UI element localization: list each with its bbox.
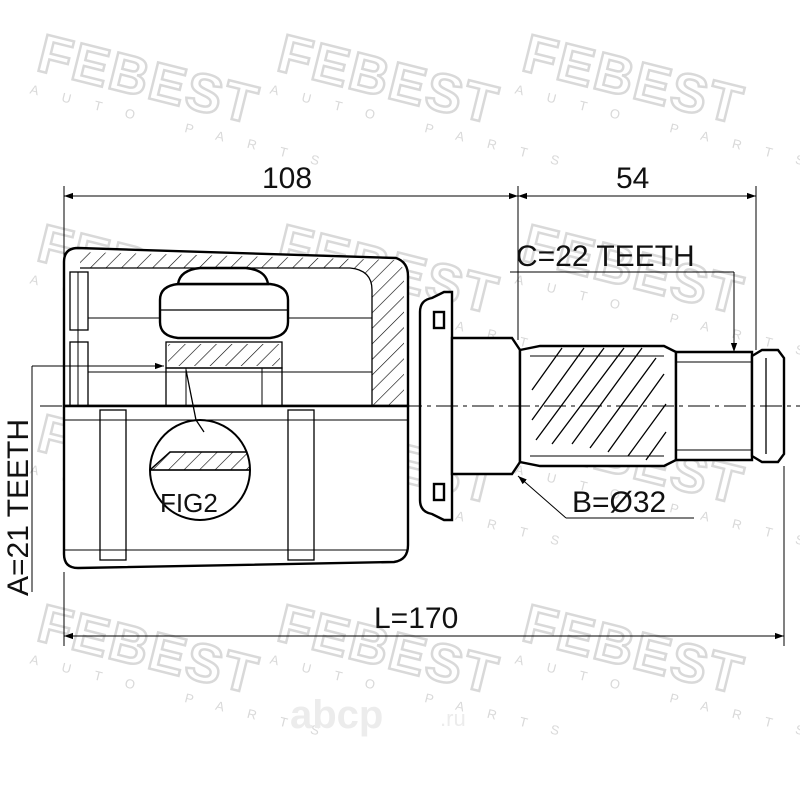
tripod-spider (158, 266, 290, 407)
c-teeth-label: C=22 TEETH (516, 240, 695, 273)
fig2-detail: FIG2 (149, 369, 251, 521)
abcp-logo: abcp .ru (290, 693, 466, 737)
callout-c-teeth: C=22 TEETH (510, 240, 738, 352)
dim-housing-length: 108 (63, 162, 519, 340)
callout-a-teeth: A=21 TEETH (2, 362, 164, 596)
callout-b-diameter: B=Ø32 (517, 475, 694, 519)
dim-shaft-length: 54 (518, 162, 757, 350)
abcp-logo-name: abcp (290, 693, 383, 737)
b-diameter-label: B=Ø32 (572, 486, 666, 519)
dim-108-label: 108 (262, 162, 312, 195)
dim-total-length: L=170 (63, 466, 785, 646)
spline-teeth (530, 347, 667, 461)
dim-170-label: L=170 (374, 602, 458, 635)
abcp-logo-tld: .ru (440, 706, 466, 731)
a-teeth-label: A=21 TEETH (2, 419, 35, 596)
dim-54-label: 54 (616, 162, 649, 195)
output-shaft (450, 336, 786, 476)
fig2-label: FIG2 (160, 488, 218, 518)
